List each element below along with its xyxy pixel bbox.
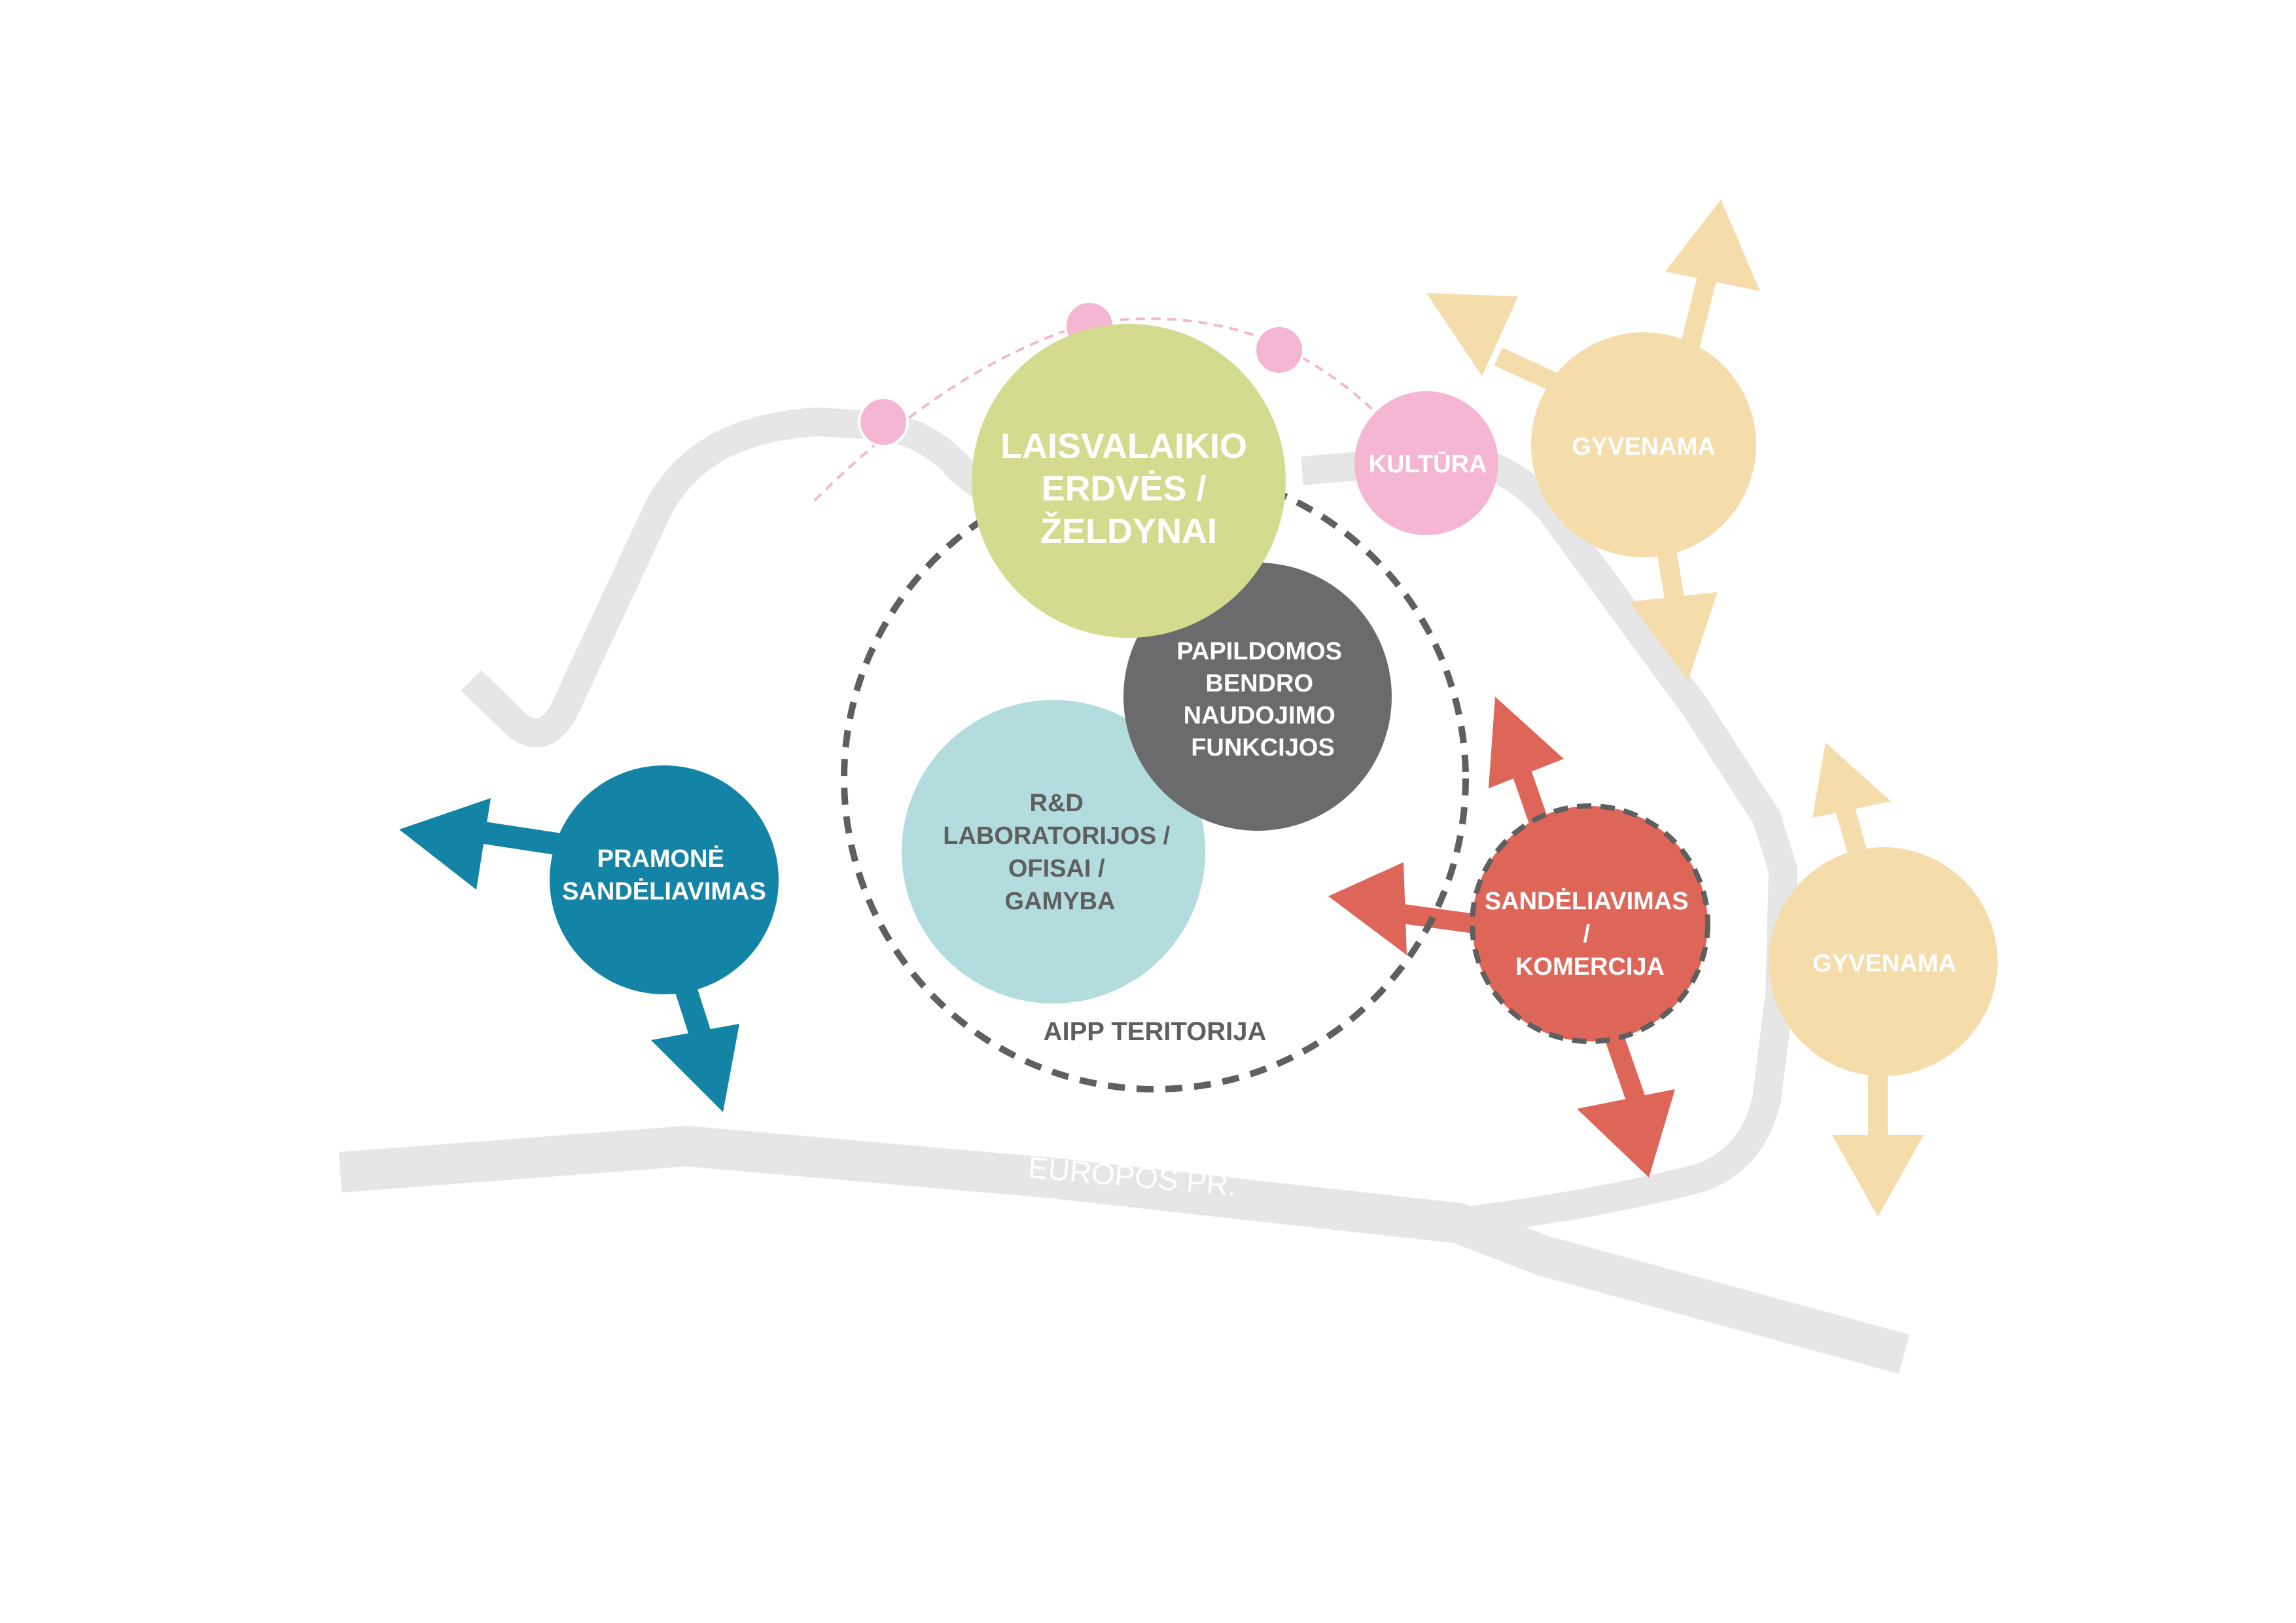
node-housing-right [1769,847,1998,1076]
node-housing-top [1531,332,1756,557]
arrow-housing-right-north [1812,742,1891,818]
road-lakunu [1301,444,1797,1236]
culture-dot-3 [1254,324,1305,375]
arrow-housing-top-south [1629,592,1718,680]
arrows [399,200,1924,1217]
arrow-commerce-north [1489,697,1564,788]
node-shared [1123,563,1392,831]
node-labels: LAISVALAIKIO ERDVĖS / ŽELDYNAI PAPILDOMO… [562,427,1956,981]
node-industry [550,765,779,994]
arrow-housing-top-west [1426,293,1518,376]
housing-top-arrows [1426,200,1760,680]
road-northwest [461,408,1030,748]
label-rnd: R&D LABORATORIJOS / OFISAI / GAMYBA [943,790,1177,915]
label-leisure: LAISVALAIKIO ERDVĖS / ŽELDYNAI [1000,427,1257,551]
label-commerce: SANDĖLIAVIMAS / KOMERCIJA [1485,888,1695,981]
node-culture [1354,391,1498,535]
label-culture: KULTŪRA [1369,451,1487,478]
node-commerce [1470,803,1710,1044]
aipp-territory-boundary [841,464,1469,1092]
arrow-housing-top-north [1665,200,1760,291]
arrow-industry-south [651,1024,739,1112]
node-rnd [902,700,1205,1003]
label-housing-right: GYVENAMA [1812,950,1956,977]
arrow-commerce-west [1328,862,1407,955]
aipp-territory-label: AIPP TERITORIJA [1044,1017,1267,1046]
nodes [550,324,1998,1076]
arrow-housing-right-south [1832,1135,1924,1217]
label-shared: PAPILDOMOS BENDRO NAUDOJIMO FUNKCIJOS [1176,638,1349,761]
label-industry: PRAMONĖ SANDĖLIAVIMAS [562,845,766,905]
arrow-commerce-south [1577,1089,1675,1178]
node-leisure [972,324,1286,638]
culture-arc-line [813,317,1424,502]
housing-right-arrows [1812,742,1924,1217]
culture-dot-1 [858,396,909,447]
road-europos-west [338,1126,1910,1374]
label-housing-top: GYVENAMA [1572,433,1716,461]
arrow-industry-west [399,798,491,890]
